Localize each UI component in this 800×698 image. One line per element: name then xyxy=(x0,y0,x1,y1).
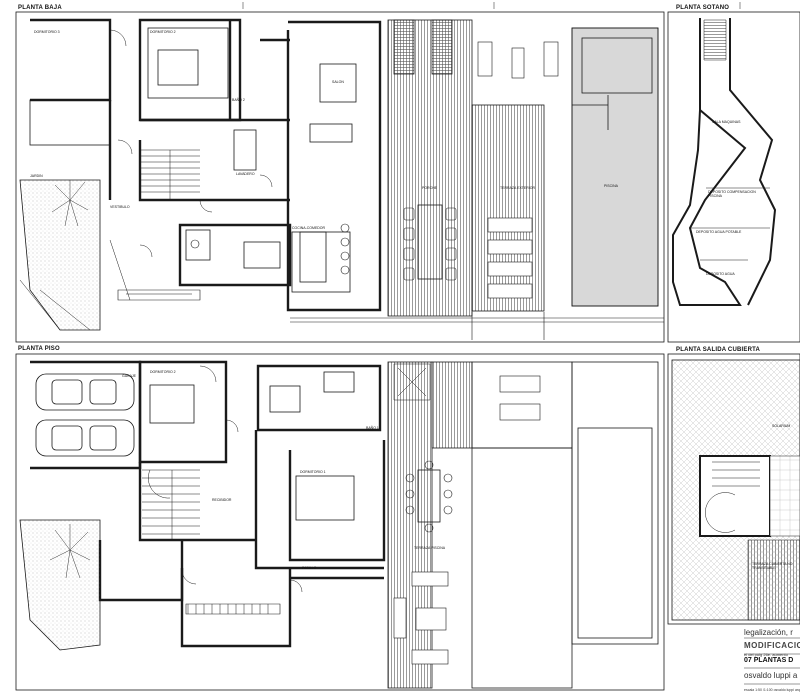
room-label-garaje: GARAJE xyxy=(122,374,137,378)
section-title-ground-floor: PLANTA BAJA xyxy=(18,5,62,11)
room-label-deposito-agua: DEPOSITO AGUA xyxy=(706,272,735,276)
section-title-basement: PLANTA SOTANO xyxy=(676,5,730,11)
room-label-terraza-exterior: TERRAZA EXTERIOR xyxy=(500,186,536,190)
room-label-bano-1: BAÑO 1 xyxy=(366,426,379,430)
room-label-dormitorio-2-upper: DORMITORIO 2 xyxy=(150,370,176,374)
room-label-vestibulo: VESTIBULO xyxy=(110,205,130,209)
room-label-dormitorio-1: DORMITORIO 1 xyxy=(300,470,326,474)
title-block-architect: osvaldo luppi a xyxy=(744,671,798,680)
room-label-terraza-piscina: TERRAZA PISCINA xyxy=(414,546,446,550)
room-label-sala-maquinas: SALA MAQUINAS xyxy=(712,120,741,124)
title-block-footer: escala 1:50 /1:100 osvaldo luppi arq xyxy=(744,688,800,692)
title-block-frame xyxy=(744,637,800,685)
title-block-sheet-title: 07 PLANTAS D xyxy=(744,657,794,664)
room-label-dormitorio-2: DORMITORIO 2 xyxy=(150,30,176,34)
room-label-deposito-compensacion: DEPOSITO COMPENSACION PISCINA xyxy=(708,190,756,198)
room-label-pasillo: PASILLO xyxy=(302,566,317,570)
room-label-salon: SALON xyxy=(332,80,344,84)
room-label-deposito-agua-potable: DEPOSITO AGUA POTABLE xyxy=(696,230,742,234)
room-label-dormitorio-3: DORMITORIO 3 xyxy=(34,30,60,34)
room-label-bano-2: BAÑO 2 xyxy=(232,98,245,102)
room-label-recibidor: RECIBIDOR xyxy=(212,498,232,502)
room-label-porche: PORCHE xyxy=(422,186,437,190)
title-block-line-2: MODIFICACION xyxy=(744,641,800,650)
roof-exit-plan xyxy=(667,353,800,625)
room-label-jardin: JARDIN xyxy=(30,174,43,178)
section-title-roof-exit: PLANTA SALIDA CUBIERTA xyxy=(676,347,761,353)
room-label-lavadero: LAVADERO xyxy=(236,172,255,176)
room-label-piscina: PISCINA xyxy=(604,184,619,188)
ground-floor-plan xyxy=(15,11,665,343)
title-block-line-1: legalización, r xyxy=(744,628,793,637)
title-block-line-3: el del pulg 26e. aumento xyxy=(744,652,788,657)
upper-floor-plan xyxy=(15,353,665,691)
section-title-upper-floor: PLANTA PISO xyxy=(18,346,60,352)
room-label-solarium: SOLARIUM xyxy=(772,424,791,428)
room-label-terraza-cubierta: TERRAZA CUBIERTA NO TRANSITABLE xyxy=(752,562,793,570)
basement-plan xyxy=(667,11,800,343)
room-label-cocina-comedor: COCINA-COMEDOR xyxy=(292,226,326,230)
